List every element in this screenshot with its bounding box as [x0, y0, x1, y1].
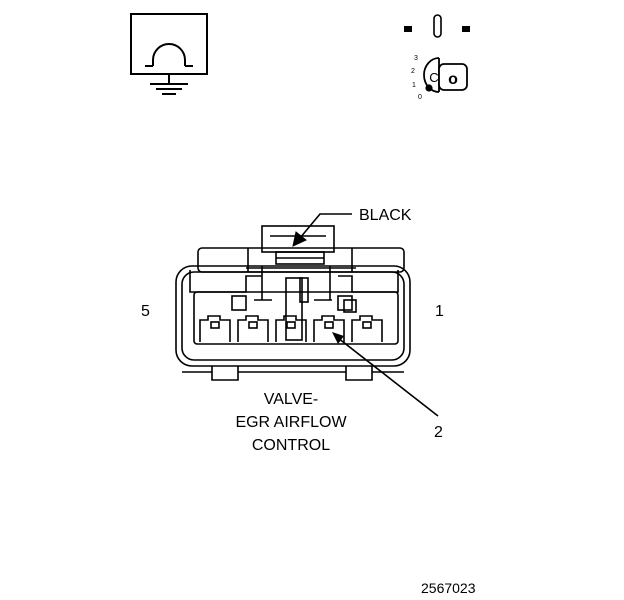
key-head-glyph: o	[448, 71, 458, 88]
ignition-switch-key-icon: o C	[404, 14, 470, 93]
pin-2-leader	[332, 332, 439, 417]
ignition-position-1: 1	[412, 82, 416, 89]
pin-cavity-5	[199, 315, 231, 342]
pin-label-left: 5	[141, 303, 150, 320]
ignition-position-3: 3	[414, 55, 418, 62]
wire-color-label: BLACK	[359, 207, 412, 224]
ohmmeter-ground-icon	[130, 13, 208, 95]
pin-cavity-4	[237, 315, 269, 342]
connector-name-line-1: VALVE-	[263, 391, 319, 408]
key-blade-glyph: C	[429, 70, 438, 85]
black-label-leader	[292, 213, 352, 247]
pin-cavity-1	[351, 315, 383, 342]
pin-cavity-2	[313, 315, 345, 342]
pin-cavity-3	[275, 315, 307, 342]
pin-label-right: 1	[435, 303, 444, 320]
ignition-position-2: 2	[411, 68, 415, 75]
figure-id: 2567023	[421, 580, 476, 596]
connector-body	[175, 225, 411, 381]
pin-cavities	[199, 315, 383, 342]
pin-callout-label: 2	[434, 424, 443, 441]
connector-name-line-2: EGR AIRFLOW	[235, 414, 347, 431]
ignition-position-0: 0	[418, 94, 422, 101]
connector-name-line-3: CONTROL	[251, 437, 331, 454]
